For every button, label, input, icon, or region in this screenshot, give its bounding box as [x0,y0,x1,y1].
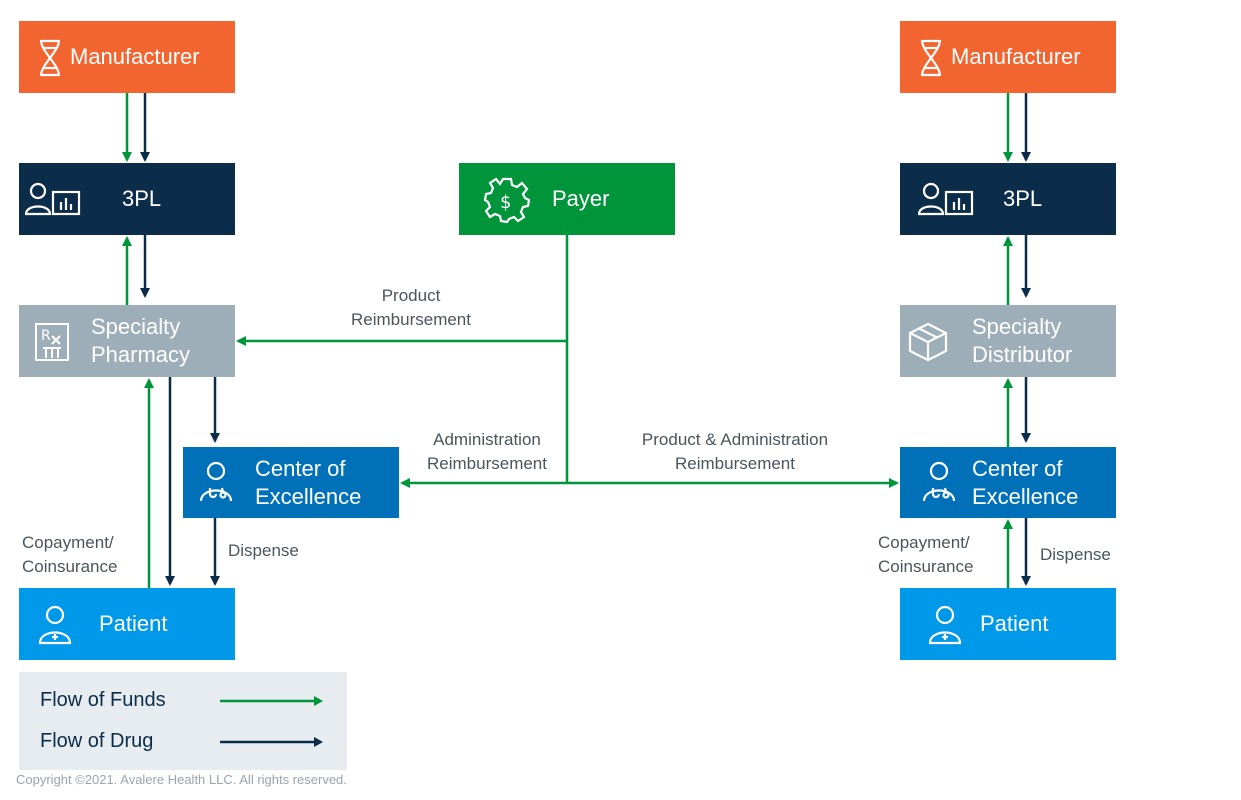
left-manufacturer-box: Manufacturer [19,21,235,93]
left-center-box: Center of Excellence [183,447,399,518]
payer-label: Payer [552,186,610,211]
right-copay-line1: Copayment/ [878,533,970,552]
right-copay-line2: Coinsurance [878,557,974,576]
right-manufacturer-box: Manufacturer [900,21,1116,93]
administration-reimbursement-line2: Reimbursement [427,454,547,473]
person-chart-icon [24,182,81,221]
copyright-text: Copyright ©2021. Avalere Health LLC. All… [16,772,347,787]
specialty-distributor-box: Specialty Distributor [900,305,1116,377]
doctor-icon [922,461,956,508]
right-dispense-label: Dispense [1040,545,1111,564]
patient-icon [38,605,72,650]
product-admin-reimbursement-line1: Product & Administration [641,430,829,449]
right-manufacturer-label: Manufacturer [951,44,1081,69]
left-3pl-box: 3PL [19,163,235,235]
left-center-label-line1: Center of [255,456,346,481]
administration-reimbursement-line1: Administration [433,430,541,449]
left-dispense-label: Dispense [228,541,299,560]
dna-icon [918,38,944,83]
box-icon [906,319,950,368]
specialty-distributor-label-line2: Distributor [972,342,1073,367]
legend-drug-arrowhead [314,737,323,747]
product-reimbursement-line1: Product [381,286,441,305]
right-3pl-label: 3PL [1003,186,1043,211]
product-admin-reimbursement-label: Product & Administration Reimbursement [610,428,860,476]
right-3pl-box: 3PL [900,163,1116,235]
left-manufacturer-label: Manufacturer [70,44,200,69]
svg-text:R: R [41,328,51,344]
administration-reimbursement-label: Administration Reimbursement [406,428,568,476]
right-center-label-line1: Center of [972,456,1063,481]
product-reimbursement-label: Product Reimbursement [330,284,492,332]
left-copay-line1: Copayment/ [22,533,114,552]
legend-drug-label: Flow of Drug [40,730,154,752]
svg-text:$: $ [500,192,511,213]
left-patient-box: Patient [19,588,235,660]
right-patient-label: Patient [980,611,1049,636]
legend: Flow of Funds Flow of Drug [19,672,347,770]
patient-icon [928,605,962,650]
rx-icon: R [34,322,70,367]
specialty-pharmacy-label-line1: Specialty [91,314,181,339]
right-center-box: Center of Excellence [900,447,1116,518]
left-center-label-line2: Excellence [255,484,362,509]
left-copay-label: Copayment/ Coinsurance [22,531,117,579]
right-patient-box: Patient [900,588,1116,660]
legend-funds-label: Flow of Funds [40,689,166,711]
doctor-icon [199,461,233,508]
left-copay-line2: Coinsurance [22,557,118,576]
dna-icon [37,38,63,83]
product-reimbursement-line2: Reimbursement [351,310,471,329]
person-chart-icon [917,182,974,221]
right-copay-label: Copayment/ Coinsurance [878,531,973,579]
specialty-pharmacy-box: R Specialty Pharmacy [19,305,235,377]
dollar-gear-icon: $ [483,176,531,229]
left-patient-label: Patient [99,611,168,636]
left-3pl-label: 3PL [122,186,162,211]
legend-arrows [220,696,323,747]
payer-box: $ Payer [459,163,675,235]
specialty-pharmacy-label-line2: Pharmacy [91,342,191,367]
legend-funds-arrowhead [314,696,323,706]
specialty-distributor-label-line1: Specialty [972,314,1062,339]
product-admin-reimbursement-line2: Reimbursement [675,454,795,473]
right-center-label-line2: Excellence [972,484,1079,509]
